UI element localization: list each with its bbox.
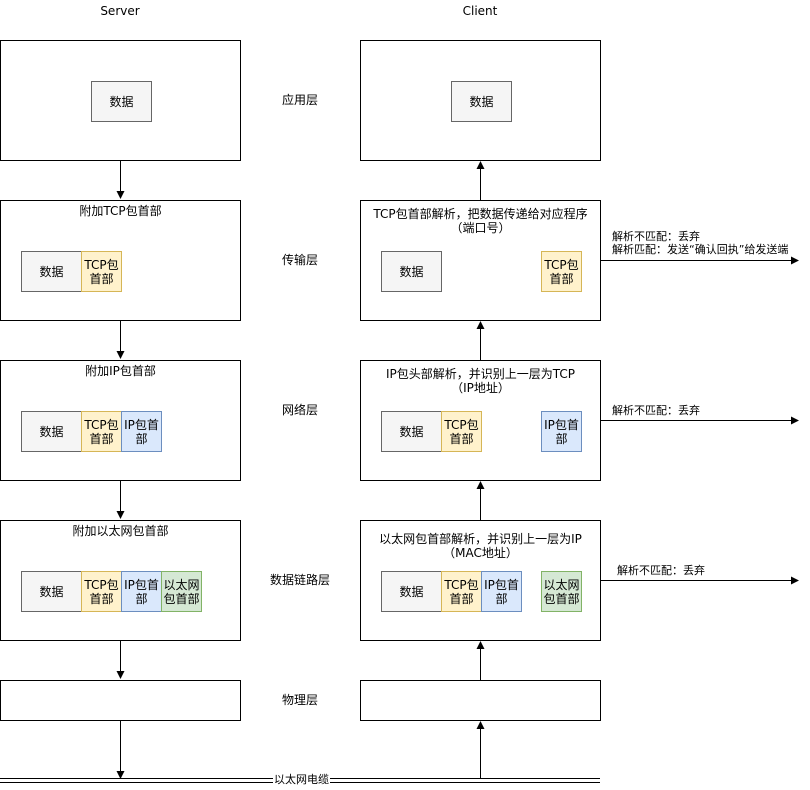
client-network-data-cell: 数据: [381, 411, 442, 452]
client-datalink-title: 以太网包首部解析，并识别上一层为IP （MAC地址）: [379, 532, 582, 560]
client-transport-box: TCP包首部解析，把数据传递给对应程序 （端口号） 数据 TCP包 首部: [360, 200, 601, 321]
client-datalink-data-cell: 数据: [381, 571, 442, 612]
client-header: Client: [462, 4, 498, 18]
client-datalink-box: 以太网包首部解析，并识别上一层为IP （MAC地址） 数据 TCP包 首部 IP…: [360, 520, 601, 641]
server-transport-title: 附加TCP包首部: [79, 204, 162, 218]
server-app-data-cell: 数据: [91, 81, 152, 122]
server-datalink-box: 附加以太网包首部 数据 TCP包 首部 IP包首 部 以太网 包首部: [0, 520, 241, 641]
network-note: 解析不匹配：丢弃: [612, 404, 700, 417]
client-network-title: IP包头部解析，并识别上一层为TCP （IP地址）: [385, 367, 576, 395]
client-datalink-eth-cell: 以太网 包首部: [541, 571, 582, 612]
client-datalink-tcp-cell: TCP包 首部: [441, 571, 482, 612]
cable-label: 以太网电缆: [273, 773, 330, 786]
datalink-note: 解析不匹配：丢弃: [617, 564, 705, 577]
client-physical-box: [360, 680, 601, 721]
client-app-data-cell: 数据: [451, 81, 512, 122]
server-application-box: 数据: [0, 40, 241, 161]
layer-label-physical: 物理层: [281, 693, 318, 707]
client-transport-tcp-cell: TCP包 首部: [541, 251, 582, 292]
server-datalink-ip-cell: IP包首 部: [121, 571, 162, 612]
server-header: Server: [100, 4, 140, 18]
client-network-ip-cell: IP包首 部: [541, 411, 582, 452]
server-network-ip-cell: IP包首 部: [121, 411, 162, 452]
server-transport-data-cell: 数据: [21, 251, 82, 292]
server-datalink-tcp-cell: TCP包 首部: [81, 571, 122, 612]
server-datalink-eth-cell: 以太网 包首部: [161, 571, 202, 612]
server-network-data-cell: 数据: [21, 411, 82, 452]
server-network-box: 附加IP包首部 数据 TCP包 首部 IP包首 部: [0, 360, 241, 481]
client-datalink-ip-cell: IP包首 部: [481, 571, 522, 612]
client-transport-title: TCP包首部解析，把数据传递给对应程序 （端口号）: [373, 207, 588, 235]
client-network-box: IP包头部解析，并识别上一层为TCP （IP地址） 数据 TCP包 首部 IP包…: [360, 360, 601, 481]
server-physical-box: [0, 680, 241, 721]
server-network-title: 附加IP包首部: [85, 364, 156, 378]
server-transport-tcp-cell: TCP包 首部: [81, 251, 122, 292]
server-transport-box: 附加TCP包首部 数据 TCP包 首部: [0, 200, 241, 321]
layer-label-application: 应用层: [281, 93, 318, 107]
client-transport-data-cell: 数据: [381, 251, 442, 292]
transport-note: 解析不匹配：丢弃 解析匹配：发送“确认回执”给发送端: [612, 230, 789, 256]
server-datalink-data-cell: 数据: [21, 571, 82, 612]
layer-label-transport: 传输层: [281, 253, 318, 267]
client-application-box: 数据: [360, 40, 601, 161]
server-network-tcp-cell: TCP包 首部: [81, 411, 122, 452]
client-network-tcp-cell: TCP包 首部: [441, 411, 482, 452]
layer-label-network: 网络层: [281, 403, 318, 417]
server-datalink-title: 附加以太网包首部: [72, 524, 169, 538]
layer-label-datalink: 数据链路层: [269, 573, 330, 587]
